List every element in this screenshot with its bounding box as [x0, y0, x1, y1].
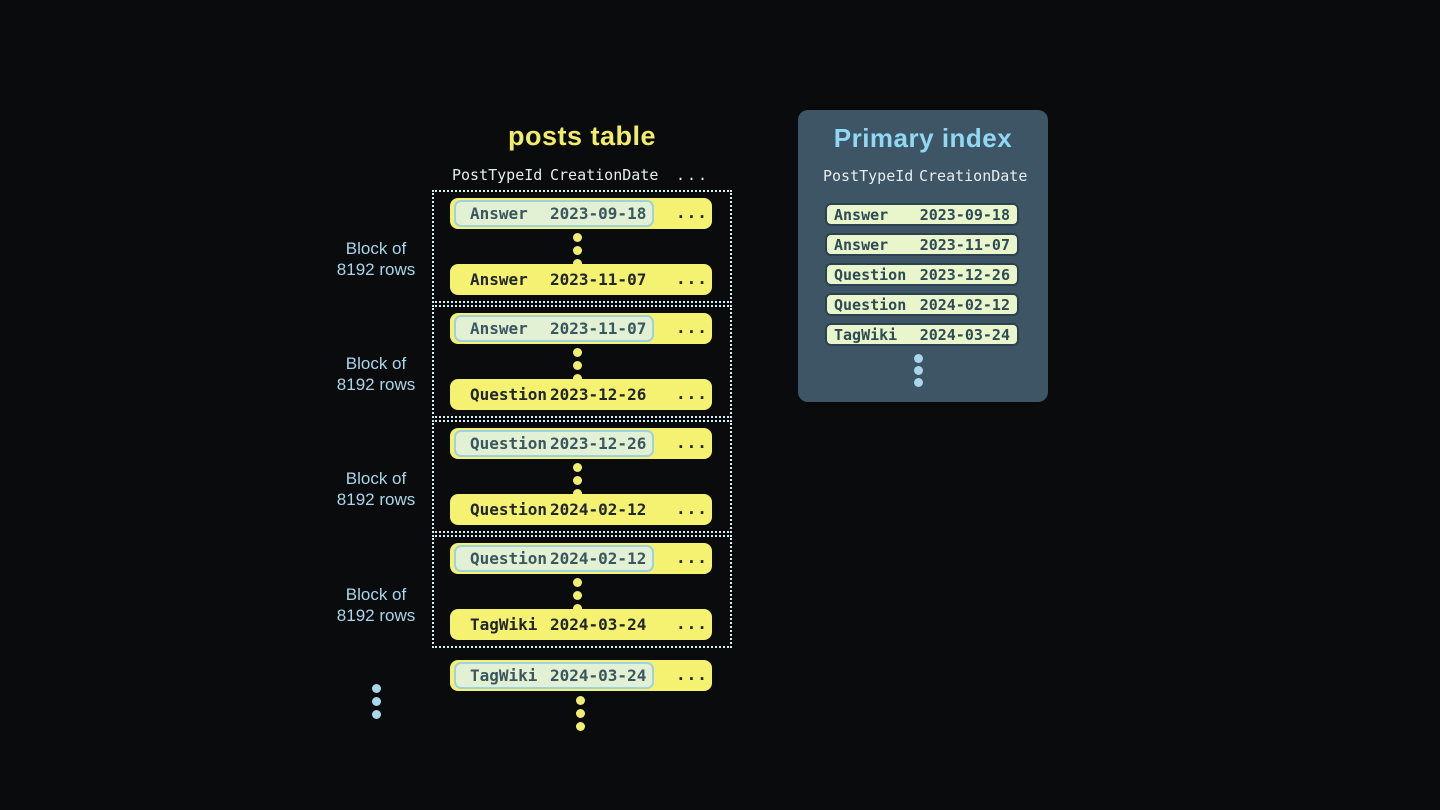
- cell-creationdate: 2023-12-26: [919, 265, 1010, 284]
- index-row: Answer 2023-09-18: [825, 203, 1019, 226]
- cell-posttypeid: TagWiki: [470, 666, 538, 685]
- cell-ellipsis: ...: [676, 269, 708, 288]
- cell-posttypeid: Answer: [834, 235, 889, 254]
- cell-ellipsis: ...: [676, 548, 708, 567]
- row-highlight: [454, 430, 654, 457]
- row-highlight: [454, 545, 654, 572]
- row-block-4: Question 2024-02-12 ... TagWiki 2024-03-…: [432, 535, 732, 648]
- rows-ellipsis-dots: [573, 578, 582, 613]
- cell-posttypeid: Question: [834, 295, 907, 314]
- block-label-line1: Block of: [345, 354, 407, 373]
- primary-index-title: Primary index: [833, 123, 1013, 153]
- cell-posttypeid: Question: [470, 549, 548, 568]
- cell-creationdate: 2024-03-24: [919, 325, 1010, 344]
- header-posttypeid: PostTypeId: [452, 166, 543, 184]
- cell-posttypeid: Question: [834, 265, 907, 284]
- table-row: Answer 2023-09-18 ...: [450, 198, 712, 229]
- rows-ellipsis-dots: [573, 463, 582, 498]
- header-ellipsis: ...: [676, 166, 710, 184]
- block-label-line1: Block of: [345, 469, 407, 488]
- primary-index-panel: Primary index PostTypeId CreationDate An…: [798, 110, 1048, 402]
- block-label-line1: Block of: [345, 585, 407, 604]
- cell-posttypeid: Answer: [470, 270, 528, 289]
- table-row: Question 2023-12-26 ...: [450, 379, 712, 410]
- block-label-2: Block of 8192 rows: [306, 353, 446, 395]
- block-label-1: Block of 8192 rows: [306, 238, 446, 280]
- index-row: Question 2023-12-26: [825, 263, 1019, 286]
- table-row-overflow: TagWiki 2024-03-24 ...: [450, 660, 712, 691]
- cell-ellipsis: ...: [676, 614, 708, 633]
- cell-creationdate: 2023-12-26: [550, 434, 647, 453]
- block-label-4: Block of 8192 rows: [306, 584, 446, 626]
- cell-creationdate: 2024-02-12: [919, 295, 1010, 314]
- block-label-line1: Block of: [345, 239, 407, 258]
- table-row: TagWiki 2024-03-24 ...: [450, 609, 712, 640]
- cell-posttypeid: TagWiki: [470, 615, 538, 634]
- header-posttypeid: PostTypeId: [823, 167, 914, 185]
- cell-ellipsis: ...: [676, 499, 708, 518]
- table-row: Answer 2023-11-07 ...: [450, 264, 712, 295]
- more-rows-dots: [576, 696, 585, 731]
- index-row: Question 2024-02-12: [825, 293, 1019, 316]
- block-label-line2: 8192 rows: [336, 606, 416, 625]
- cell-creationdate: 2024-03-24: [550, 615, 647, 634]
- cell-creationdate: 2023-09-18: [919, 205, 1010, 224]
- cell-ellipsis: ...: [676, 203, 708, 222]
- table-row: Question 2024-02-12 ...: [450, 543, 712, 574]
- cell-creationdate: 2023-12-26: [550, 385, 647, 404]
- cell-posttypeid: Answer: [470, 319, 528, 338]
- cell-creationdate: 2023-11-07: [550, 319, 647, 338]
- index-row: Answer 2023-11-07: [825, 233, 1019, 256]
- more-blocks-dots: [372, 684, 381, 719]
- row-block-2: Answer 2023-11-07 ... Question 2023-12-2…: [432, 305, 732, 418]
- posts-table-title: posts table: [507, 121, 657, 151]
- cell-posttypeid: Question: [470, 434, 548, 453]
- row-highlight: [454, 662, 654, 689]
- cell-creationdate: 2024-03-24: [550, 666, 647, 685]
- cell-posttypeid: TagWiki: [834, 325, 898, 344]
- cell-creationdate: 2023-11-07: [919, 235, 1010, 254]
- block-label-3: Block of 8192 rows: [306, 468, 446, 510]
- table-row: Question 2023-12-26 ...: [450, 428, 712, 459]
- block-label-line2: 8192 rows: [336, 375, 416, 394]
- header-creationdate: CreationDate: [550, 166, 659, 184]
- cell-posttypeid: Question: [470, 385, 548, 404]
- table-row: Question 2024-02-12 ...: [450, 494, 712, 525]
- more-index-rows-dots: [914, 354, 923, 387]
- row-block-1: Answer 2023-09-18 ... Answer 2023-11-07 …: [432, 190, 732, 303]
- cell-ellipsis: ...: [676, 318, 708, 337]
- rows-ellipsis-dots: [573, 233, 582, 268]
- cell-creationdate: 2024-02-12: [550, 549, 647, 568]
- cell-creationdate: 2024-02-12: [550, 500, 647, 519]
- block-label-line2: 8192 rows: [336, 260, 416, 279]
- row-highlight: [454, 200, 654, 227]
- index-row: TagWiki 2024-03-24: [825, 323, 1019, 346]
- cell-ellipsis: ...: [676, 384, 708, 403]
- cell-creationdate: 2023-11-07: [550, 270, 647, 289]
- cell-ellipsis: ...: [676, 665, 708, 684]
- cell-posttypeid: Answer: [470, 204, 528, 223]
- table-row: Answer 2023-11-07 ...: [450, 313, 712, 344]
- row-highlight: [454, 315, 654, 342]
- block-label-line2: 8192 rows: [336, 490, 416, 509]
- row-block-3: Question 2023-12-26 ... Question 2024-02…: [432, 420, 732, 533]
- cell-posttypeid: Question: [470, 500, 548, 519]
- rows-ellipsis-dots: [573, 348, 582, 383]
- cell-posttypeid: Answer: [834, 205, 889, 224]
- header-creationdate: CreationDate: [919, 167, 1028, 185]
- cell-ellipsis: ...: [676, 433, 708, 452]
- cell-creationdate: 2023-09-18: [550, 204, 647, 223]
